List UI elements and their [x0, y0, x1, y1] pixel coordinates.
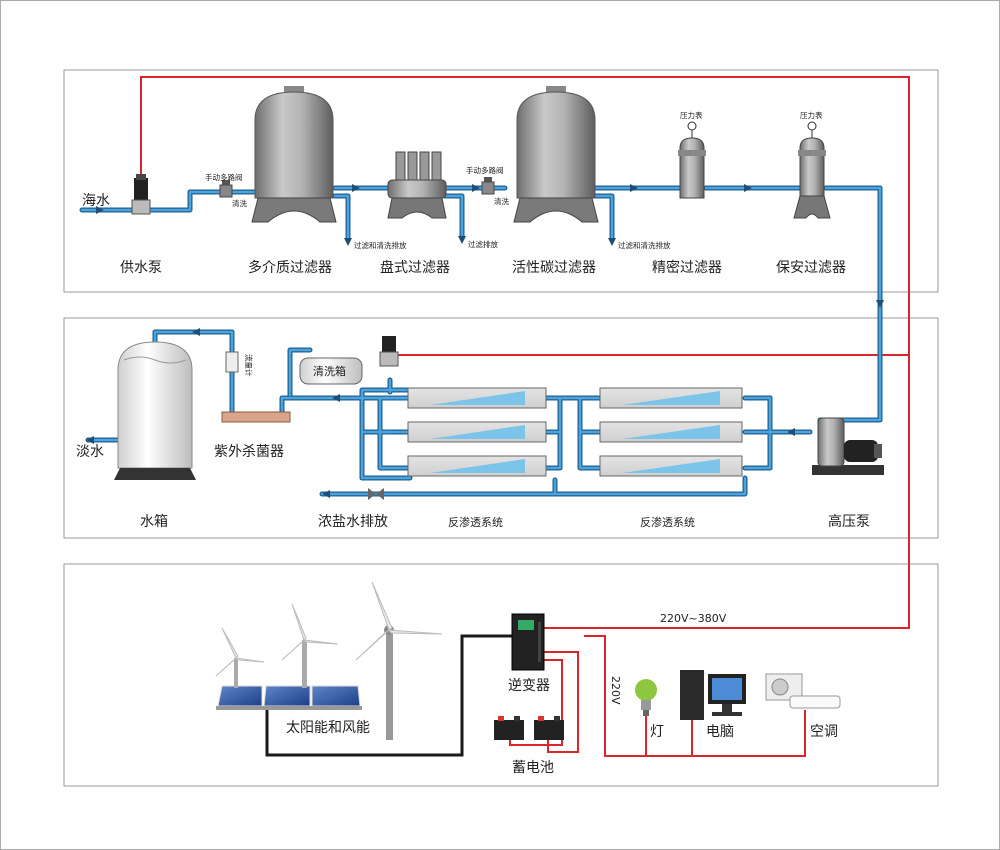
inverter-label: 逆变器 — [508, 678, 550, 694]
disc-filter-label: 盘式过滤器 — [380, 259, 450, 276]
precision-filter-label: 精密过滤器 — [652, 259, 722, 276]
valve-icon — [481, 177, 495, 195]
fresh-water-label: 淡水 — [76, 444, 104, 460]
uv-label: 紫外杀菌器 — [214, 444, 284, 460]
ac-label: 空调 — [810, 724, 838, 740]
ro-left-label: 反渗透系统 — [448, 515, 503, 529]
battery-icon — [494, 716, 564, 740]
gauge-1-label: 压力表 — [680, 110, 703, 120]
water-tank — [114, 341, 196, 480]
ro-flow-arrows — [86, 328, 795, 498]
ro-right-label: 反渗透系统 — [640, 515, 695, 529]
flow-arrows — [96, 184, 884, 308]
uv-sterilizer — [221, 351, 291, 423]
media-filter-label: 多介质过滤器 — [248, 259, 332, 276]
valve-icon — [368, 488, 384, 500]
lamp-label: 灯 — [650, 724, 664, 740]
solar-wind-label: 太阳能和风能 — [286, 720, 370, 736]
gauge-2-label: 压力表 — [800, 110, 823, 120]
valve-icon — [219, 180, 233, 198]
security-filter-label: 保安过滤器 — [776, 260, 846, 276]
voltage-ac-label: 220V~380V — [660, 612, 727, 625]
drain-1-label: 过滤和清洗排放 — [354, 240, 407, 250]
rinse-2-label: 清洗 — [494, 196, 509, 206]
bulb-icon — [635, 679, 657, 716]
carbon-filter-tank — [513, 86, 599, 223]
ro-membranes-right — [599, 387, 743, 477]
pretreatment-panel — [63, 69, 939, 293]
water-tank-label: 水箱 — [140, 514, 168, 530]
drain-3-label: 过滤和清洗排放 — [618, 240, 671, 250]
security-filter — [793, 121, 831, 219]
rinse-1-label: 清洗 — [232, 198, 247, 208]
media-filter-tank — [251, 86, 337, 223]
flow-meter-label: 流量计 — [244, 354, 254, 377]
computer-icon — [680, 670, 746, 720]
high-pressure-pump — [812, 417, 884, 475]
air-conditioner-icon — [765, 673, 841, 709]
cleaning-tank — [299, 357, 363, 385]
precision-filter — [678, 121, 706, 199]
valve-2-label: 手动多路阀 — [466, 165, 504, 175]
computer-label: 电脑 — [706, 724, 734, 740]
hp-pump-label: 高压泵 — [828, 513, 870, 530]
solar-panel-icon — [216, 685, 362, 710]
valve-1-label: 手动多路阀 — [205, 172, 243, 182]
cleaning-tank-label: 清洗箱 — [313, 364, 346, 378]
feed-pump-label: 供水泵 — [120, 260, 162, 276]
drain-2-label: 过滤排放 — [468, 239, 498, 249]
dc-wiring — [265, 634, 512, 757]
carbon-filter-label: 活性碳过滤器 — [512, 260, 596, 276]
disc-filter — [387, 151, 447, 219]
inverter-icon — [511, 613, 545, 671]
power-panel — [63, 563, 939, 787]
battery-label: 蓄电池 — [512, 760, 554, 776]
brine-label: 浓盐水排放 — [318, 514, 388, 530]
voltage-220-label: 220V — [609, 676, 622, 705]
ro-membranes-left — [407, 387, 547, 477]
wind-turbine-icon — [215, 581, 443, 740]
seawater-label: 海水 — [82, 193, 110, 209]
valve-icon — [379, 336, 399, 367]
feed-pump — [131, 174, 151, 215]
ro-pipes — [85, 329, 813, 497]
